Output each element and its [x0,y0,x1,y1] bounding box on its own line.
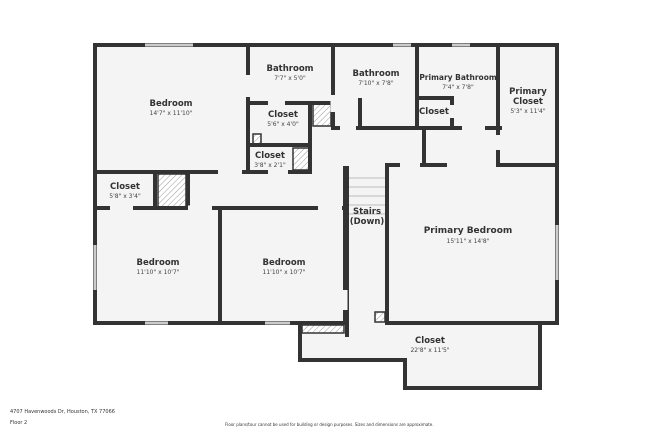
room-closet-2-name: Closet [419,107,449,117]
address: 4707 Havenwoods Dr, Houston, TX 77066 [10,409,115,415]
room-primary-bedroom-dim: 15'11" x 14'8" [447,238,490,245]
room-bathroom-2-name: Bathroom [352,69,399,79]
room-closet-4-name: Closet [110,182,140,192]
room-closet-1-name: Closet [268,110,298,120]
room-labels: Bedroom 14'7" x 11'10" Bathroom 7'7" x 5… [109,64,547,354]
room-closet-3-dim: 3'8" x 2'1" [254,162,286,169]
windows [93,43,559,325]
floor-label: Floor 2 [10,420,28,426]
doorways [110,75,501,310]
room-bedroom-2-dim: 11'10" x 10'7" [137,269,180,276]
room-closet-3-name: Closet [255,151,285,161]
room-bathroom-1-name: Bathroom [266,64,313,74]
room-primary-bathroom-dim: 7'4" x 7'8" [442,84,474,91]
room-primary-bathroom-name: Primary Bathroom [419,73,497,82]
room-primary-bedroom-name: Primary Bedroom [424,226,513,236]
floor-area [95,45,557,388]
room-bathroom-1-dim: 7'7" x 5'0" [274,75,306,82]
room-closet-1-dim: 5'6" x 4'0" [267,121,299,128]
stairs-name: Stairs [353,207,381,217]
walls [93,43,559,390]
room-bathroom-2-dim: 7'10" x 7'8" [358,80,394,87]
room-bedroom-3-dim: 11'10" x 10'7" [263,269,306,276]
room-bedroom-1-dim: 14'7" x 11'10" [150,110,193,117]
room-primary-closet-name2: Closet [513,97,543,107]
room-bedroom-2-name: Bedroom [136,258,179,268]
stairs [349,177,385,215]
disclaimer: Floor plans/tour cannot be used for buil… [225,422,434,427]
room-closet-5-name: Closet [415,336,445,346]
room-bedroom-1-name: Bedroom [149,99,192,109]
room-closet-5-dim: 22'8" x 11'5" [410,347,449,354]
room-primary-closet-dim: 5'3" x 11'4" [510,108,546,115]
room-bedroom-3-name: Bedroom [262,258,305,268]
room-primary-closet-name: Primary [509,87,547,97]
room-closet-4-dim: 5'8" x 3'4" [109,193,141,200]
stairs-name2: (Down) [350,217,385,227]
